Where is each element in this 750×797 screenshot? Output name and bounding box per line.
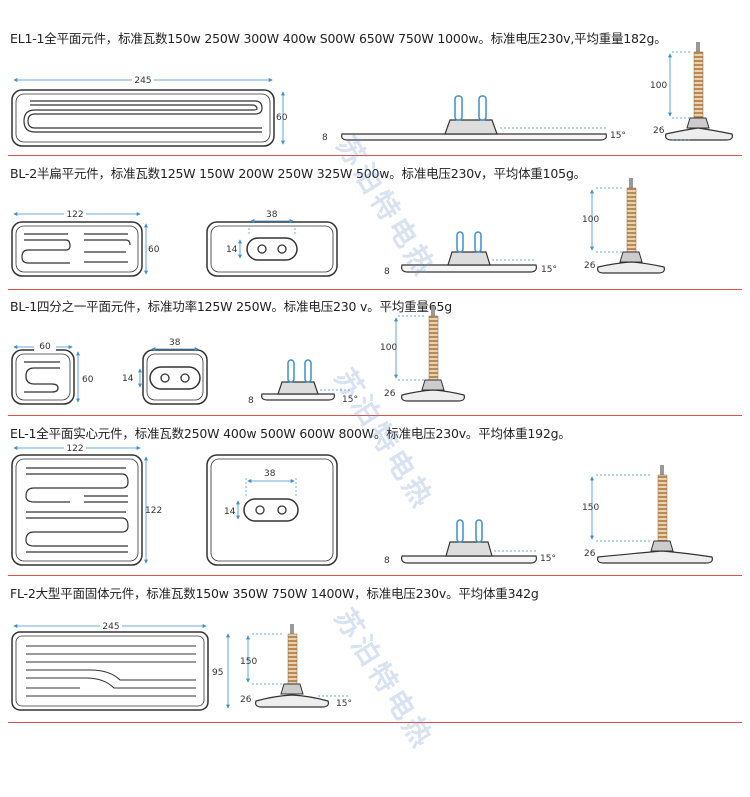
bl-2-front-view bbox=[590, 178, 665, 274]
el-1-side-view bbox=[401, 519, 537, 564]
bl-2-angle-label: 15° bbox=[541, 265, 557, 275]
el1-1-height-label: 60 bbox=[276, 113, 288, 123]
el1-1-thickness-label: 8 bbox=[322, 133, 328, 143]
bl-1-base-label: 26 bbox=[384, 389, 396, 399]
bl-1-tube-label: 100 bbox=[380, 343, 397, 353]
el1-1-side-view bbox=[341, 95, 607, 141]
fl-2-angle-label: 15° bbox=[336, 699, 352, 709]
el1-1-tube-label: 100 bbox=[650, 81, 667, 91]
divider bbox=[8, 575, 742, 576]
bl-1-length-label: 60 bbox=[39, 342, 51, 352]
divider bbox=[8, 415, 742, 416]
el1-1-front-view bbox=[665, 42, 733, 141]
caption-bl-2: BL-2半扁平元件，标准瓦数125W 150W 200W 250W 325W 5… bbox=[10, 166, 586, 181]
bl-2-slot-width-label: 38 bbox=[266, 210, 278, 220]
bl-1-back-view bbox=[138, 347, 208, 405]
caption-fl-2: FL-2大型平面固体元件，标准瓦数150w 350W 750W 1400W，标准… bbox=[10, 586, 539, 601]
fl-2-front-view bbox=[246, 624, 348, 708]
bl-1-slot-width-label: 38 bbox=[169, 338, 181, 348]
bl-2-thickness-label: 8 bbox=[384, 267, 390, 277]
fl-2-tube-label: 150 bbox=[240, 657, 257, 667]
caption-el1-1: EL1-1全平面元件，标准瓦数150w 250W 300W 400w S00W … bbox=[10, 31, 667, 46]
bl-2-length-label: 122 bbox=[66, 210, 83, 220]
caption-bl-1: BL-1四分之一平面元件，标准功率125W 250W。标准电压230 v。平均重… bbox=[10, 299, 452, 314]
bl-2-back-view bbox=[206, 219, 338, 277]
el-1-back-view bbox=[206, 454, 338, 566]
el-1-front-view bbox=[590, 465, 713, 564]
fl-2-base-label: 26 bbox=[240, 695, 252, 705]
el-1-length-label: 122 bbox=[66, 444, 83, 454]
el-1-slot-width-label: 38 bbox=[264, 469, 276, 479]
divider bbox=[8, 155, 742, 156]
bl-1-height-label: 60 bbox=[82, 375, 94, 385]
bl-2-side-view bbox=[401, 231, 537, 273]
bl-2-top-view bbox=[11, 221, 143, 277]
bl-1-thickness-label: 8 bbox=[248, 396, 254, 406]
el-1-thickness-label: 8 bbox=[384, 556, 390, 566]
el-1-slot-height-label: 14 bbox=[224, 507, 236, 517]
bl-2-base-label: 26 bbox=[584, 261, 596, 271]
el1-1-length-dim bbox=[13, 73, 273, 85]
bl-2-height-label: 60 bbox=[148, 245, 160, 255]
el-1-height-label: 122 bbox=[145, 506, 162, 516]
bl-1-side-view bbox=[261, 359, 352, 401]
bl-1-front-view bbox=[394, 306, 465, 402]
fl-2-height-label: 95 bbox=[212, 668, 223, 678]
el-1-tube-label: 150 bbox=[582, 503, 599, 513]
fl-2-length-label: 245 bbox=[102, 622, 119, 632]
el1-1-base-label: 26 bbox=[653, 126, 665, 136]
fl-2-top-view bbox=[11, 631, 209, 711]
el1-1-angle-label: 15° bbox=[610, 131, 626, 141]
bl-2-slot-height-label: 14 bbox=[226, 245, 238, 255]
el-1-top-view bbox=[11, 454, 143, 566]
caption-el-1: EL-1全平面实心元件，标准瓦数250W 400w 500W 600W 800W… bbox=[10, 426, 571, 441]
el1-1-length-label: 245 bbox=[134, 76, 151, 86]
bl-1-top-view bbox=[11, 349, 75, 405]
bl-1-slot-height-label: 14 bbox=[122, 374, 134, 384]
bl-1-angle-label: 15° bbox=[342, 395, 358, 405]
divider bbox=[8, 289, 742, 290]
el1-1-top-view bbox=[11, 89, 275, 147]
bl-2-tube-label: 100 bbox=[582, 215, 599, 225]
divider bbox=[8, 722, 742, 723]
el-1-base-label: 26 bbox=[584, 549, 596, 559]
el-1-angle-label: 15° bbox=[540, 554, 556, 564]
